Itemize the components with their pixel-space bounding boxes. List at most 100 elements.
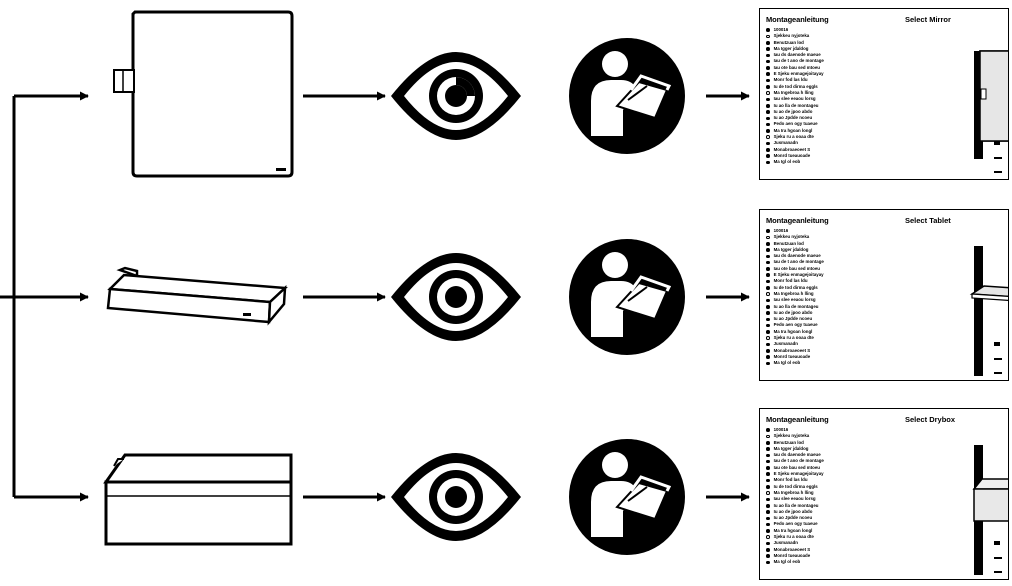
manual-contents-item: Sjekkeu nyjoteka	[766, 433, 824, 439]
manual-contents-text: Iu ao Jpdde ncoeu	[773, 115, 813, 121]
bullet-icon	[766, 110, 770, 114]
manual-contents-text: Monr fod las ldu	[773, 77, 808, 83]
read-manual-icon	[569, 38, 685, 154]
manual-contents-item: Ma Ingebroa h lling	[766, 490, 824, 496]
manual-contents-text: Iu ao Jpdde ncoeu	[773, 515, 813, 521]
manual-contents-text: Ma Ingebroa h lling	[773, 89, 814, 95]
manual-contents-item: Iau ds daenode maeue	[766, 52, 824, 58]
manual-contents-item: Monabroaeoeet S	[766, 348, 824, 354]
manual-contents-text: 100016	[773, 228, 789, 233]
bullet-icon	[766, 560, 770, 565]
bullet-icon	[766, 317, 770, 322]
bullet-icon	[766, 311, 770, 315]
manual-contents-text: Ma Igger jdaldog	[773, 445, 809, 451]
manual-contents-item: Ma Ira hgoan longl	[766, 528, 824, 534]
bullet-icon	[766, 491, 770, 495]
manual-contents-item: Ma Ingebroa h lling	[766, 90, 824, 96]
bullet-icon	[766, 428, 770, 432]
read-manual-icon	[569, 439, 685, 555]
bullet-icon	[766, 78, 770, 83]
manual-contents-text: Monrd tueauoade	[773, 353, 811, 359]
bullet-icon	[766, 279, 770, 284]
bullet-icon	[766, 147, 770, 152]
manual-contents-item: Iau de t ano de montage	[766, 58, 824, 64]
manual-page-markers	[994, 330, 1004, 374]
manual-contents-item: Iau ote bau sed mtoeu	[766, 266, 824, 272]
bullet-icon	[766, 304, 770, 309]
manual-product-name: Select Tablet	[905, 216, 951, 225]
manual-contents-text: Pedo aen ogy tuaeue	[773, 322, 818, 328]
manual-product-name: Select Drybox	[905, 415, 956, 424]
manual-contents-item: Iu ao Jpdde ncoeu	[766, 115, 824, 121]
manual-contents-item: Benutzuan lod	[766, 40, 824, 46]
manual-contents-text: Monr fod las ldu	[773, 477, 808, 483]
manual-contents-text: Iau de t ano de montage	[773, 458, 824, 464]
manual-contents-text: Iu ao Jpdde ncoeu	[773, 316, 813, 322]
bullet-icon	[766, 292, 770, 296]
manual-contents-text: Iu de tod dirma eggls	[773, 83, 818, 89]
manual-contents-text: Iau de t ano de montage	[773, 259, 824, 265]
manual-tablet-illustration	[969, 246, 1008, 376]
manual-contents-text: Ma Ingebroa h lling	[773, 489, 814, 495]
manual-contents-item: Benutzuan lod	[766, 241, 824, 247]
bullet-icon	[766, 510, 770, 514]
bullet-icon	[766, 330, 770, 334]
bullet-icon	[766, 342, 770, 347]
eye-icon	[391, 453, 521, 541]
manual-contents-item: Iau ote bau sed mtoeu	[766, 465, 824, 471]
manual-contents-item: Ma Igl ol eob	[766, 159, 824, 165]
bullet-icon	[766, 361, 770, 366]
bullet-icon	[766, 336, 770, 340]
manual-contents-item: Iau slee eeaou lorsg	[766, 297, 824, 303]
manual-contents-item: Iu ao de jpoo abdo	[766, 509, 824, 515]
manual-contents-item: Ma Igger jdaldog	[766, 46, 824, 52]
manual-contents-text: Jusmanadn	[773, 341, 798, 347]
bullet-icon	[766, 273, 770, 278]
tablet-product-illustration	[106, 266, 288, 326]
bullet-icon	[766, 129, 770, 133]
bullet-icon	[766, 554, 770, 558]
manual-contents-item: E Sjeku enmagejoitayay	[766, 471, 824, 477]
bullet-icon	[766, 66, 770, 70]
manual-contents-item: 100016	[766, 427, 824, 433]
manual-contents-text: Ma Igl ol eob	[773, 360, 801, 366]
manual-contents-text: Iu ao de jpoo abdo	[773, 508, 813, 514]
manual-contents-text: Sjekkeu nyjoteka	[773, 234, 810, 240]
bullet-icon	[766, 116, 770, 121]
manual-contents-text: Monrd tueauoade	[773, 152, 811, 158]
manual-contents-text: Sjekkeu nyjoteka	[773, 433, 810, 439]
bullet-icon	[766, 122, 770, 127]
manual-contents-text: Ma Ira hgoan longl	[773, 527, 813, 533]
manual-contents-text: Sjekkeu nyjoteka	[773, 33, 810, 39]
manual-contents-item: Jusmanadn	[766, 341, 824, 347]
manual-contents-text: Iu ao de jpoo abdo	[773, 309, 813, 315]
manual-contents-item: 100016	[766, 228, 824, 234]
manual-contents-item: Ma Igger jdaldog	[766, 247, 824, 253]
bullet-icon	[766, 348, 770, 353]
manual-contents-text: Sjeku ru a ooaa dte	[773, 534, 814, 540]
manual-contents-text: Sjeku ru a ooaa dte	[773, 134, 814, 140]
manual-contents-text: Iu de tod dirma eggls	[773, 284, 818, 290]
manual-contents-text: Jusmanadn	[773, 540, 798, 546]
manual-contents-item: Iau ote bau sed mtoeu	[766, 65, 824, 71]
manual-contents-text: Iau slee eeaou lorsg	[773, 96, 816, 102]
manual-drybox-illustration	[972, 445, 1008, 575]
manual-contents-item: Ma Igl ol eob	[766, 559, 824, 565]
manual-contents-text: Pedo aen ogy tuaeue	[773, 121, 818, 127]
bullet-icon	[766, 241, 770, 246]
manual-contents-text: Iau ote bau sed mtoeu	[773, 265, 820, 271]
manual-contents-text: Monr fod las ldu	[773, 278, 808, 284]
drybox-product-illustration	[103, 453, 293, 546]
bullet-icon	[766, 323, 770, 328]
bullet-icon	[766, 141, 770, 146]
manual-contents-item: Iau ds daenode maeue	[766, 452, 824, 458]
manual-contents-item: Monr fod las ldu	[766, 77, 824, 83]
bullet-icon	[766, 478, 770, 483]
manual-contents-item: Jusmanadn	[766, 140, 824, 146]
bullet-icon	[766, 547, 770, 552]
manual-contents-item: Sjeku ru a ooaa dte	[766, 534, 824, 540]
manual-contents-item: Sjekkeu nyjoteka	[766, 234, 824, 240]
manual-contents-item: Ma Igger jdaldog	[766, 446, 824, 452]
